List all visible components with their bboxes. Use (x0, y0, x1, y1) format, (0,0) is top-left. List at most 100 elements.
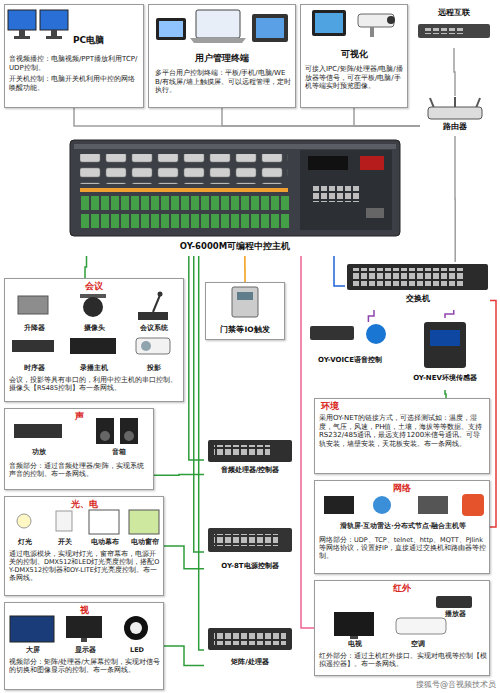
info-box: 环境采用OY-NET的链接方式，可选择测试如：温度，湿度，气压，风速，PH值，土… (314, 398, 490, 474)
voice-head-icon (366, 324, 386, 344)
device-node: OY-NEV环境传感器 (400, 318, 490, 390)
node-heading: 门禁等IO触发 (206, 325, 284, 334)
node-heading: OY-VOICE语音控制 (304, 356, 396, 365)
node-heading: 光、电 (5, 499, 163, 510)
router-antenna (454, 97, 456, 108)
node-heading: 远程互联 (412, 8, 496, 18)
router-body (428, 107, 482, 119)
controller-rim (74, 144, 396, 149)
connector-line (368, 310, 374, 322)
node-text: 录播主机 (65, 365, 123, 373)
switch-ports (352, 268, 464, 286)
node-text: 投影 (125, 365, 183, 373)
node-text: 开关 (45, 539, 85, 547)
node-text: 音视频播控：电脑视频/PPT播放利用TCP/UDP控制。 (9, 55, 141, 72)
node-text: 显示器 (59, 647, 111, 655)
connector-line (445, 310, 454, 318)
power-switch (360, 156, 384, 170)
watermark-label: 搜狐号@音视频技术员 (380, 680, 496, 690)
voice-device (310, 326, 354, 340)
switch-body (347, 264, 488, 290)
connector-line (445, 390, 446, 398)
node-text: 大屏 (7, 647, 59, 655)
node-text: 会议，投影等具有串口的，利用中控主机的串口控制。摄像头【RS485控制】布一条网… (9, 377, 181, 393)
node-heading: 会议 (5, 281, 183, 292)
connector-line (154, 474, 204, 476)
info-box: 视大屏显示器LED 视频部分：矩阵/处理器/大屏幕控制，实现对信号的切换和图像显示… (4, 602, 164, 690)
connector-line (490, 300, 496, 527)
node-heading: 视 (5, 605, 163, 616)
node-text: 可接入IPC/矩阵/处理器/电脑/播放器等信号，可在平板/电脑/手机等端实时预览… (305, 65, 405, 91)
node-heading: OY-NEV环境传感器 (400, 374, 490, 383)
info-box: 声功放 音箱音频部分：通过音频处理器/矩阵，实现系统声音的控制。布一条网线。 (4, 408, 154, 490)
node-text: 红外部分：通过主机红外接口。实现对电视等控制【模拟遥控器】。布一条网线。 (319, 653, 487, 669)
node-heading: 红外 (315, 583, 489, 594)
info-box: PC电脑音视频播控：电脑视频/PPT播放利用TCP/UDP控制。开关机控制：电脑… (4, 4, 144, 108)
node-heading: 用户管理终端 (149, 53, 295, 63)
node-heading: 网络 (315, 483, 489, 494)
node-text: 功放 (9, 449, 69, 457)
device-node: OY-6000M可编程中控主机 (70, 140, 400, 256)
connector-line (244, 256, 246, 282)
node-text: 通过电源模块，实现对灯光，窗帘幕布，电源开关的控制。DMX512和LED灯光亮度… (9, 551, 161, 583)
node-text: 电动窗帘 (125, 539, 165, 547)
device-node: OY-8T电源控制器 (204, 524, 296, 580)
node-heading: 可视化 (301, 49, 407, 59)
serial-port-row (80, 154, 288, 184)
lan-ports (312, 186, 360, 202)
node-text: 灯光 (5, 539, 45, 547)
node-heading: OY-8T电源控制器 (204, 562, 296, 571)
info-box: 红外播放器电视空调红外部分：通过主机红外接口。实现对电视等控制【模拟遥控器】。布… (314, 580, 490, 676)
connector-line (85, 256, 87, 278)
info-box: 用户管理终端多平台用户控制终端：平板/手机/电脑/WEB/有线屏/墙上触摸屏。可… (148, 4, 296, 108)
connector-line (334, 256, 345, 286)
node-text: 会议系统 (125, 325, 183, 333)
node-heading: OY-6000M可编程中控主机 (70, 241, 400, 251)
info-box: 网络滑轨屏·互动雷达·分布式节点·融合主机等网络部分：UDP、TCP、telne… (314, 480, 490, 574)
node-text: 升降器 (5, 325, 63, 333)
connector-line (189, 256, 204, 460)
info-box: 光、电灯光开关电动幕布电动窗帘通过电源模块，实现对灯光，窗帘幕布，电源开关的控制… (4, 496, 164, 596)
connector-line (74, 108, 420, 126)
node-heading: 声 (5, 411, 153, 422)
node-text: 滑轨屏·互动雷达·分布式节点·融合主机等 (319, 523, 487, 531)
connector-line (354, 108, 420, 126)
controller-panel (300, 150, 392, 230)
info-box: 会议升降器摄像头会议系统时序器录播主机投影会议，投影等具有串口的，利用中控主机的… (4, 278, 184, 402)
matrix-device (208, 628, 292, 650)
device-node: 路由器 (420, 96, 490, 136)
device-ports (214, 633, 286, 645)
node-text: 视频部分：矩阵/处理器/大屏幕控制，实现对信号的切换和图像显示的控制。布一条网线… (9, 659, 161, 675)
connector-line (222, 108, 420, 126)
device-node: 音频处理器/控制器 (204, 436, 296, 484)
device-node: 远程互联 (412, 4, 496, 48)
node-text: 开关机控制：电脑开关机利用中控的网络唤醒功能。 (9, 75, 141, 92)
device-ports (214, 445, 270, 457)
controller-display (308, 156, 348, 170)
node-text: 时序器 (5, 365, 63, 373)
controller-body (70, 140, 400, 236)
info-box: 门禁等IO触发 (205, 282, 285, 340)
connector-line (164, 646, 204, 666)
connector-line (301, 256, 314, 628)
node-text: 电视 (330, 641, 380, 649)
power-socket (366, 208, 384, 218)
node-text: 音箱 (89, 449, 149, 457)
node-heading: 路由器 (420, 122, 490, 132)
device-ports (214, 534, 278, 546)
node-text: 采用OY-NET的链接方式，可选择测试如：温度，湿度，气压，风速，PH值，土壤，… (319, 414, 487, 448)
terminal-row (80, 214, 290, 228)
router-antenna (430, 98, 434, 108)
device-ports (424, 28, 464, 34)
node-heading: 音频处理器/控制器 (204, 466, 296, 475)
node-heading: PC电脑 (73, 35, 143, 46)
node-text: 音频部分：通过音频处理器/矩阵，实现系统声音的控制。布一条网线。 (9, 463, 151, 479)
node-heading: 交换机 (345, 294, 490, 304)
audio-processor (208, 440, 292, 462)
node-text: 电动幕布 (85, 539, 125, 547)
label-strip (80, 188, 288, 192)
node-heading: 环境 (321, 401, 381, 412)
node-text: LED (111, 647, 163, 655)
device-node: OY-VOICE语音控制 (304, 322, 396, 372)
